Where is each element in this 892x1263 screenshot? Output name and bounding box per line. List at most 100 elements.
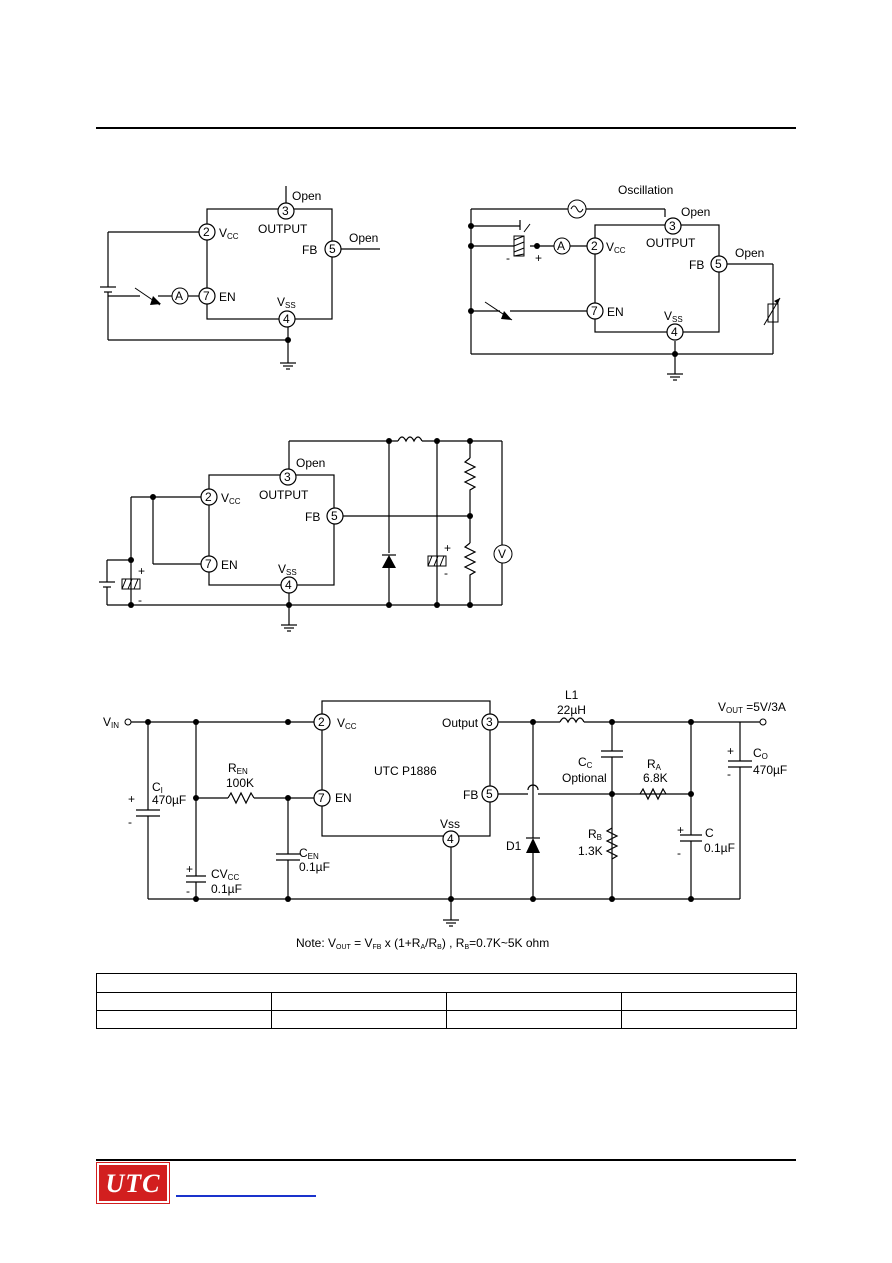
header-rule xyxy=(96,127,796,129)
cvcc-label: CVCC xyxy=(211,867,239,882)
ci-value: 470µF xyxy=(152,793,186,807)
utc-logo: UTC xyxy=(96,1162,170,1204)
minus-label: - xyxy=(186,884,190,898)
en-label: EN xyxy=(219,290,236,304)
pin-5-label: 5 xyxy=(715,257,722,271)
plus-label: + xyxy=(535,251,542,265)
table-cell xyxy=(96,992,272,1011)
diode-icon xyxy=(382,555,396,568)
table-header-cell xyxy=(96,973,797,993)
plus-label: + xyxy=(138,564,145,578)
vcc-label: VCC xyxy=(221,491,241,506)
vin-label: VIN xyxy=(103,715,119,730)
rb-value: 1.3K xyxy=(578,844,603,858)
table-cell xyxy=(621,1010,797,1029)
pin-2-label: 2 xyxy=(591,239,598,253)
table-cell xyxy=(271,1010,447,1029)
output-label: OUTPUT xyxy=(646,236,696,250)
open-label: Open xyxy=(292,189,321,203)
table-header-row xyxy=(96,973,797,993)
ra-value: 6.8K xyxy=(643,771,668,785)
vout-label: VOUT =5V/3A xyxy=(718,700,786,715)
spec-table xyxy=(96,973,797,1029)
minus-label: - xyxy=(444,566,448,580)
l1-value: 22µH xyxy=(557,703,586,717)
co-label: CO xyxy=(753,746,768,761)
rb-label: RB xyxy=(588,827,602,842)
d1-label: D1 xyxy=(506,839,522,853)
cen-value: 0.1µF xyxy=(299,860,330,874)
website-link[interactable] xyxy=(176,1195,316,1197)
pin-3-label: 3 xyxy=(486,715,493,729)
pin-2-label: 2 xyxy=(318,715,325,729)
open-label: Open xyxy=(735,246,764,260)
pin-7-label: 7 xyxy=(318,791,325,805)
cc-label: CC xyxy=(578,755,593,770)
vss-label: Vss xyxy=(440,817,460,831)
minus-label: - xyxy=(677,846,681,860)
vss-label: VSS xyxy=(664,309,683,324)
co-value: 470µF xyxy=(753,763,787,777)
voltmeter-icon xyxy=(493,544,513,564)
plus-label: + xyxy=(727,744,734,758)
vss-label: VSS xyxy=(278,562,297,577)
pin-2-label: 2 xyxy=(205,490,212,504)
en-label: EN xyxy=(221,558,238,572)
pin-4-label: 4 xyxy=(671,325,678,339)
footer-rule xyxy=(96,1159,796,1161)
pin-2-label: 2 xyxy=(203,225,210,239)
pin-4-label: 4 xyxy=(447,832,454,846)
pin-3-label: 3 xyxy=(282,204,289,218)
output-label: Output xyxy=(442,716,479,730)
ci-label: CI xyxy=(152,780,163,795)
ammeter-label: A xyxy=(557,239,565,253)
minus-label: - xyxy=(138,593,142,607)
table-row xyxy=(96,1010,797,1029)
ra-label: RA xyxy=(647,757,662,772)
plus-label: + xyxy=(677,823,684,837)
cvcc-value: 0.1µF xyxy=(211,882,242,896)
output-label: OUTPUT xyxy=(259,488,309,502)
formula-note: Note: VOUT = VFB x (1+RA/RB) , RB=0.7K~5… xyxy=(296,936,549,951)
open-label: Open xyxy=(296,456,325,470)
output-label: OUTPUT xyxy=(258,222,308,236)
table-cell xyxy=(96,1010,272,1029)
pin-4-label: 4 xyxy=(285,578,292,592)
pin-5-label: 5 xyxy=(331,509,338,523)
voltmeter-label: V xyxy=(498,547,506,561)
logo-text: UTC xyxy=(105,1169,161,1198)
open-label: Open xyxy=(349,231,378,245)
table-cell xyxy=(446,1010,622,1029)
plus-label: + xyxy=(444,541,451,555)
test-circuit-3: + - V + - 3 2 5 xyxy=(99,436,513,632)
pin-3-label: 3 xyxy=(669,219,676,233)
application-circuit: VIN UTC P1886 2 VCC 3 Output 5 FB 7 EN 4… xyxy=(103,688,787,951)
pin-5-label: 5 xyxy=(329,242,336,256)
test-circuit-1: A 3 2 5 7 4 Open OUTPUT FB Open VCC EN V… xyxy=(100,186,380,370)
pin-3-label: 3 xyxy=(284,470,291,484)
open-label: Open xyxy=(681,205,710,219)
cen-label: CEN xyxy=(299,846,319,861)
plus-label: + xyxy=(186,862,193,876)
pin-7-label: 7 xyxy=(591,304,598,318)
plus-label: + xyxy=(128,792,135,806)
table-cell xyxy=(446,992,622,1011)
fb-label: FB xyxy=(689,258,704,272)
en-label: EN xyxy=(335,791,352,805)
ren-label: REN xyxy=(228,761,248,776)
ammeter-label: A xyxy=(175,289,183,303)
cc-value: Optional xyxy=(562,771,607,785)
table-row xyxy=(96,992,797,1011)
test-circuit-2: Oscillation - + A 3 xyxy=(468,183,781,381)
en-label: EN xyxy=(607,305,624,319)
vcc-label: VCC xyxy=(606,240,626,255)
c-value: 0.1µF xyxy=(704,841,735,855)
fb-label: FB xyxy=(463,788,478,802)
vcc-label: VCC xyxy=(219,226,239,241)
c-label: C xyxy=(705,826,714,840)
vcc-label: VCC xyxy=(337,716,357,731)
table-cell xyxy=(271,992,447,1011)
minus-label: - xyxy=(506,251,510,265)
d1-diode-icon xyxy=(526,838,540,853)
